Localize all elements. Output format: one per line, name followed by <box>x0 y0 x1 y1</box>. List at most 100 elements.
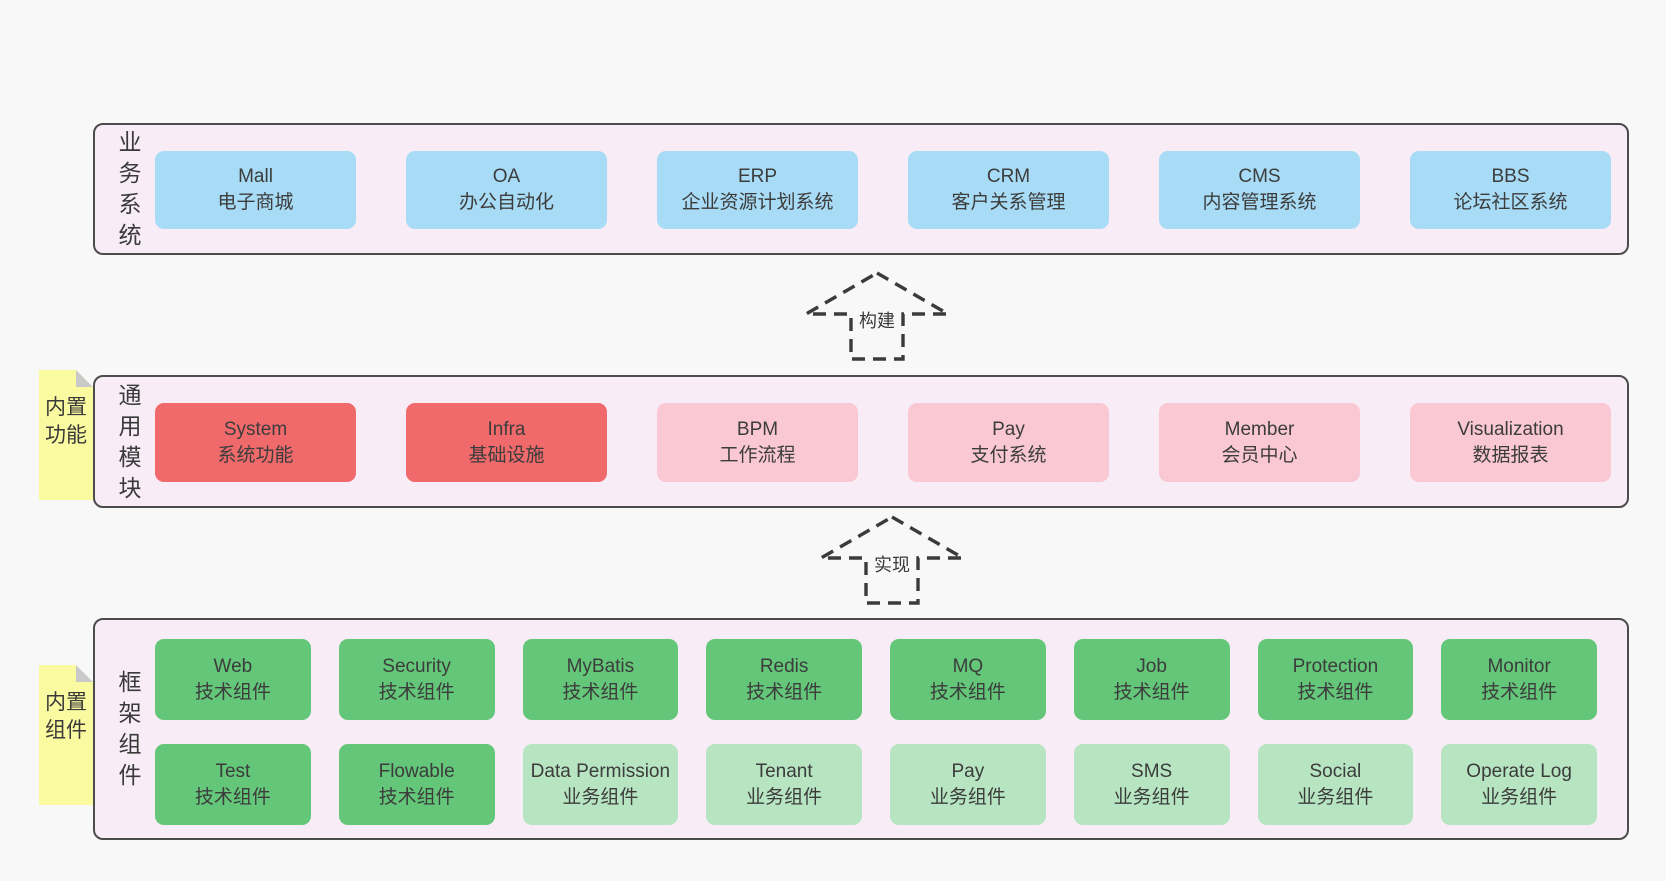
box-security: Security 技术组件 <box>338 639 495 720</box>
box-infra: Infra 基础设施 <box>406 403 607 482</box>
box-erp: ERP 企业资源计划系统 <box>657 151 858 229</box>
box-title: Pay <box>992 418 1025 440</box>
box-title: BBS <box>1491 166 1530 187</box>
box-subtitle: 业务组件 <box>562 786 639 808</box>
box-oa: OA 办公自动化 <box>406 151 607 229</box>
box-pay-module: Pay 支付系统 <box>908 403 1109 482</box>
box-crm: CRM 客户关系管理 <box>908 151 1109 229</box>
box-title: Visualization <box>1457 418 1564 440</box>
box-subtitle: 技术组件 <box>1481 681 1558 703</box>
box-title: Test <box>215 760 251 782</box>
box-title: Redis <box>759 655 809 677</box>
arrow-implement: 实现 <box>817 514 967 606</box>
box-subtitle: 内容管理系统 <box>1202 192 1317 213</box>
common-modules-row: System 系统功能 Infra 基础设施 BPM 工作流程 Pay 支付系统… <box>155 403 1611 482</box>
box-title: Pay <box>951 760 985 782</box>
box-title: Member <box>1224 418 1295 440</box>
box-cms: CMS 内容管理系统 <box>1159 151 1360 229</box>
folded-corner-icon <box>76 370 93 387</box>
box-subtitle: 技术组件 <box>1297 681 1374 703</box>
box-web: Web 技术组件 <box>155 639 311 720</box>
box-title: Flowable <box>378 760 455 782</box>
box-title: Web <box>213 655 253 677</box>
box-subtitle: 技术组件 <box>378 786 455 808</box>
box-sms: SMS 业务组件 <box>1073 744 1230 825</box>
sticky-note-built-in-components: 内置组件 <box>39 665 93 805</box>
box-title: ERP <box>737 166 778 187</box>
box-title: Security <box>382 655 451 677</box>
layer-business-systems: 业务系统 Mall 电子商城 OA 办公自动化 ERP 企业资源计划系统 CRM… <box>93 123 1629 255</box>
box-title: Data Permission <box>530 760 671 782</box>
box-subtitle: 支付系统 <box>970 444 1047 466</box>
folded-corner-icon <box>76 665 93 682</box>
box-test: Test 技术组件 <box>155 744 311 825</box>
box-monitor: Monitor 技术组件 <box>1441 639 1597 720</box>
arrow-build-label: 构建 <box>856 306 898 334</box>
box-subtitle: 基础设施 <box>468 444 545 466</box>
box-mybatis: MyBatis 技术组件 <box>522 639 679 720</box>
box-title: Operate Log <box>1466 760 1572 782</box>
box-subtitle: 客户关系管理 <box>951 192 1066 213</box>
box-subtitle: 业务组件 <box>1481 786 1558 808</box>
box-title: CRM <box>986 166 1031 187</box>
layer-label-business-systems: 业务系统 <box>118 129 142 248</box>
box-pay-component: Pay 业务组件 <box>890 744 1046 825</box>
box-subtitle: 技术组件 <box>194 681 271 703</box>
box-social: Social 业务组件 <box>1257 744 1414 825</box>
box-title: OA <box>492 166 521 187</box>
box-data-permission: Data Permission 业务组件 <box>522 744 679 825</box>
dashed-up-arrow-icon <box>802 271 952 361</box>
box-mq: MQ 技术组件 <box>890 639 1046 720</box>
box-title: Protection <box>1292 655 1379 677</box>
box-subtitle: 技术组件 <box>378 681 455 703</box>
dashed-up-arrow-icon <box>817 515 967 605</box>
box-subtitle: 技术组件 <box>746 681 823 703</box>
box-mall: Mall 电子商城 <box>155 151 356 229</box>
box-subtitle: 技术组件 <box>929 681 1006 703</box>
box-subtitle: 技术组件 <box>194 786 271 808</box>
box-subtitle: 技术组件 <box>1113 681 1190 703</box>
sticky-note-label: 内置功能 <box>45 396 87 447</box>
business-systems-row: Mall 电子商城 OA 办公自动化 ERP 企业资源计划系统 CRM 客户关系… <box>155 151 1611 229</box>
layer-label-common-modules: 通用模块 <box>118 381 142 501</box>
arrow-implement-label: 实现 <box>871 550 913 578</box>
box-subtitle: 业务组件 <box>1113 786 1190 808</box>
box-subtitle: 业务组件 <box>929 786 1006 808</box>
box-redis: Redis 技术组件 <box>706 639 862 720</box>
box-bpm: BPM 工作流程 <box>657 403 858 482</box>
layer-common-modules: 通用模块 System 系统功能 Infra 基础设施 BPM 工作流程 Pay… <box>93 375 1629 508</box>
box-title: BPM <box>736 418 779 440</box>
box-flowable: Flowable 技术组件 <box>338 744 495 825</box>
box-title: MyBatis <box>566 655 635 677</box>
box-title: SMS <box>1131 760 1173 782</box>
box-subtitle: 工作流程 <box>719 444 796 466</box>
box-subtitle: 系统功能 <box>217 444 294 466</box>
layer-label-framework-components: 框架组件 <box>118 669 142 788</box>
box-member: Member 会员中心 <box>1159 403 1360 482</box>
box-subtitle: 数据报表 <box>1472 444 1549 466</box>
box-system: System 系统功能 <box>155 403 356 482</box>
box-subtitle: 办公自动化 <box>458 192 554 213</box>
box-tenant: Tenant 业务组件 <box>706 744 862 825</box>
sticky-note-label: 内置组件 <box>45 691 87 742</box>
box-job: Job 技术组件 <box>1073 639 1230 720</box>
box-subtitle: 技术组件 <box>562 681 639 703</box>
box-title: Infra <box>487 418 526 440</box>
box-title: CMS <box>1238 166 1281 187</box>
box-subtitle: 论坛社区系统 <box>1453 192 1568 213</box>
box-title: MQ <box>952 655 984 677</box>
box-subtitle: 业务组件 <box>746 786 823 808</box>
box-protection: Protection 技术组件 <box>1257 639 1414 720</box>
box-bbs: BBS 论坛社区系统 <box>1410 151 1611 229</box>
box-subtitle: 企业资源计划系统 <box>681 192 834 213</box>
box-title: Mall <box>238 166 273 187</box>
box-title: Monitor <box>1487 655 1551 677</box>
box-title: Job <box>1136 655 1167 677</box>
box-title: Social <box>1309 760 1362 782</box>
arrow-build: 构建 <box>802 270 952 362</box>
box-title: Tenant <box>755 760 813 782</box>
box-subtitle: 业务组件 <box>1297 786 1374 808</box>
sticky-note-built-in-features: 内置功能 <box>39 370 93 500</box>
box-title: System <box>223 418 288 440</box>
